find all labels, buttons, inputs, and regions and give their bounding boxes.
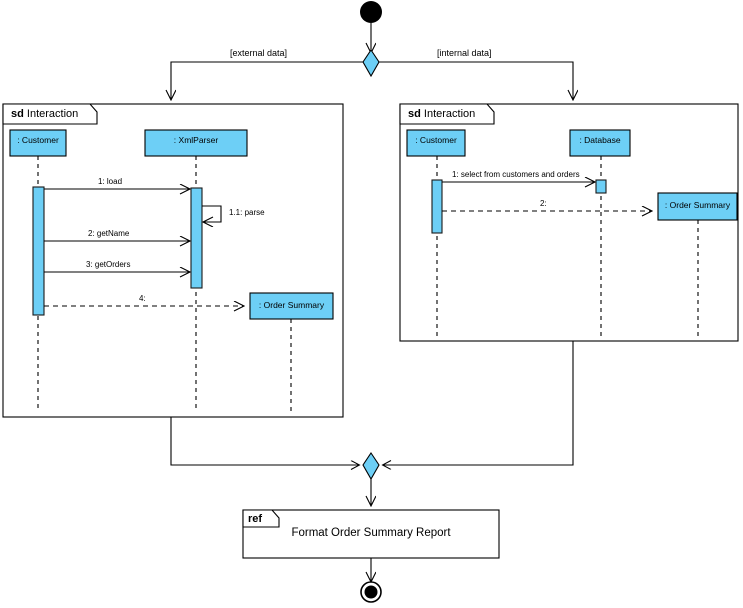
left-message-2-label: 2: getName <box>88 229 130 238</box>
flow-right-frame-to-merge <box>383 341 574 465</box>
left-lifeline-xmlparser-label: : XmlParser <box>173 135 219 145</box>
right-activation-database <box>595 179 607 194</box>
left-lifeline-ordersummary-label: : Order Summary <box>258 300 325 310</box>
left-message-1-label: 1: load <box>98 177 123 186</box>
right-frame-keyword: sd <box>408 108 421 120</box>
left-lifeline-customer-label: : Customer <box>17 135 59 145</box>
left-message-4-label: 4: <box>139 294 146 303</box>
right-frame-tab <box>399 103 495 125</box>
right-lifeline-ordersummary-label: : Order Summary <box>664 200 731 210</box>
left-frame-tag: sd Interaction <box>11 108 78 120</box>
flow-left-frame-to-merge <box>170 417 359 465</box>
ref-frame <box>242 509 500 559</box>
right-lifeline-customer-label: : Customer <box>415 135 457 145</box>
right-lifeline-ordersummary-box <box>657 192 738 221</box>
left-frame-title: Interaction <box>26 108 79 120</box>
left-frame-keyword: sd <box>11 108 24 120</box>
flow-decision-to-left-frame <box>171 61 363 99</box>
right-lifeline-customer-box <box>406 129 466 157</box>
left-lifeline-ordersummary-box <box>249 292 334 320</box>
ref-frame-keyword: ref <box>248 513 263 525</box>
left-activation-xmlparser <box>190 187 203 289</box>
final-node-center <box>364 585 378 599</box>
right-frame-title: Interaction <box>423 108 476 120</box>
right-frame-tag: sd Interaction <box>408 108 475 120</box>
initial-node <box>360 1 382 23</box>
ref-frame-title: Format Order Summary Report <box>291 527 451 539</box>
left-frame-tab <box>2 103 98 125</box>
ref-frame-tab <box>242 509 280 528</box>
right-lifeline-database-box <box>569 129 631 157</box>
right-activation-customer <box>431 179 443 234</box>
guard-external-data: [external data] <box>230 48 288 58</box>
merge-node <box>362 452 380 481</box>
decision-node <box>362 49 380 78</box>
flow-decision-to-right-frame <box>379 61 573 99</box>
ref-frame-keyword-label: ref <box>248 513 262 525</box>
left-message-1-1-label: 1.1: parse <box>229 208 265 217</box>
right-lifeline-database-label: : Database <box>579 135 621 145</box>
left-message-3-label: 3: getOrders <box>86 260 131 269</box>
guard-internal-data: [internal data] <box>437 48 492 58</box>
left-activation-customer <box>32 186 45 316</box>
left-message-1-1-parse <box>202 205 222 222</box>
right-message-2-label: 2: <box>540 199 547 208</box>
left-lifeline-customer-box <box>9 129 67 157</box>
left-lifeline-xmlparser-box <box>144 129 248 157</box>
right-message-1-label: 1: select from customers and orders <box>452 170 580 179</box>
